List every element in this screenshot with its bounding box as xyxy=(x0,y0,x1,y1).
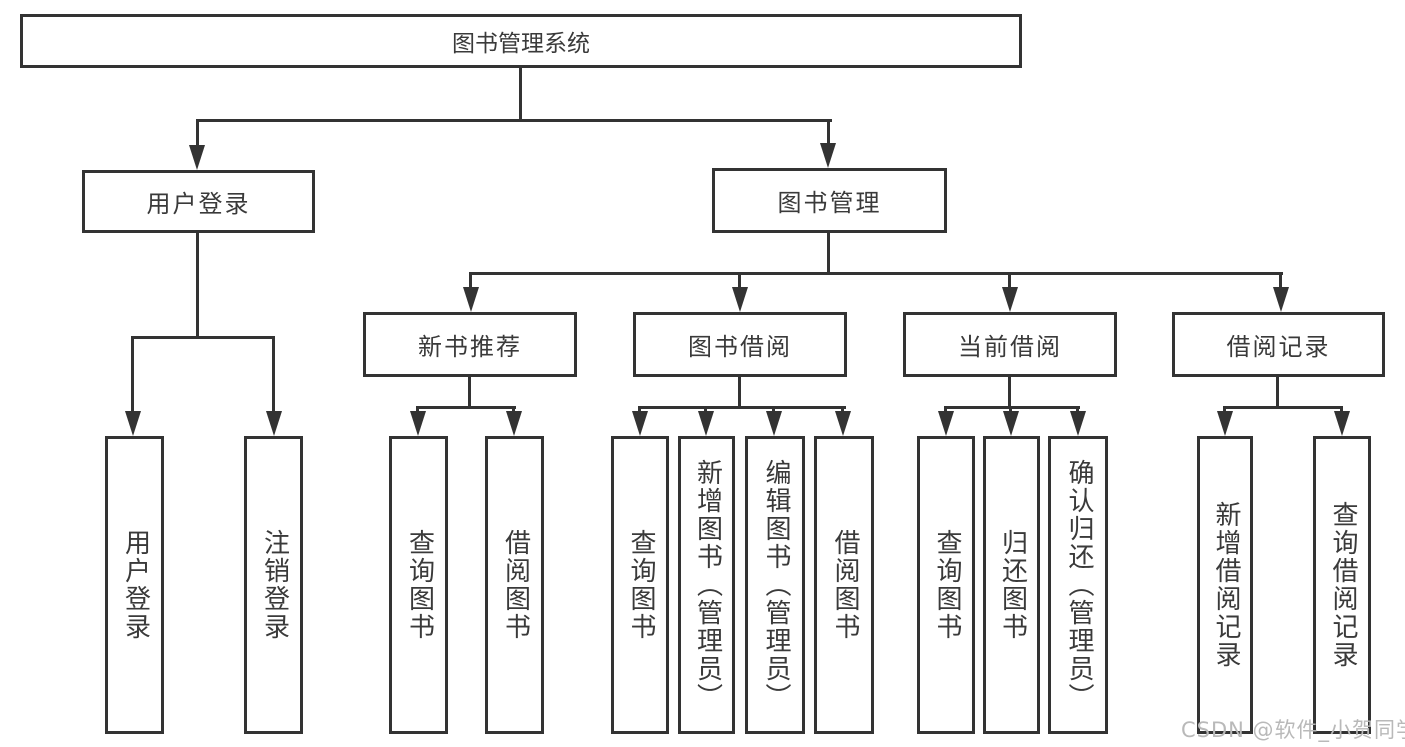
node-new-book-recommend-label: 新书推荐 xyxy=(418,333,522,361)
node-book-management: 图书管理 xyxy=(712,168,947,233)
connector-vline xyxy=(738,274,741,288)
arrow-down xyxy=(189,145,205,170)
arrow-down xyxy=(410,411,426,436)
leaf-confirm-return-admin: 确认归还（管理员） xyxy=(1048,436,1108,734)
arrow-down xyxy=(698,411,714,436)
leaf-logout: 注销登录 xyxy=(244,436,303,734)
node-book-management-label: 图书管理 xyxy=(777,189,882,217)
arrow-down xyxy=(266,411,282,436)
leaf-query-book-current: 查询图书 xyxy=(917,436,975,734)
connector-vline xyxy=(1276,377,1279,408)
leaf-label: 新增图书（管理员） xyxy=(692,459,723,711)
leaf-label: 查询图书 xyxy=(625,529,656,641)
connector-hline xyxy=(1223,406,1343,409)
leaf-label: 新增借阅记录 xyxy=(1210,501,1241,669)
node-library-management-system: 图书管理系统 xyxy=(20,14,1022,68)
connector-vline xyxy=(468,377,471,408)
arrow-down xyxy=(1334,411,1350,436)
connector-vline xyxy=(827,233,830,274)
leaf-add-borrow-record: 新增借阅记录 xyxy=(1197,436,1253,734)
arrow-down xyxy=(732,287,748,312)
connector-vline xyxy=(196,121,199,149)
connector-vline xyxy=(1008,377,1011,408)
csdn-watermark: CSDN @软件_小贺同学 xyxy=(1181,718,1405,742)
leaf-add-book-admin: 新增图书（管理员） xyxy=(678,436,735,734)
node-borrow-record-label: 借阅记录 xyxy=(1226,333,1331,361)
node-book-borrow-label: 图书借阅 xyxy=(688,333,792,361)
connector-vline xyxy=(196,233,199,338)
connector-vline xyxy=(272,338,275,414)
arrow-down xyxy=(835,411,851,436)
connector-hline xyxy=(196,119,832,122)
arrow-down xyxy=(125,411,141,436)
arrow-down xyxy=(632,411,648,436)
leaf-edit-book-admin: 编辑图书（管理员） xyxy=(745,436,805,734)
node-new-book-recommend: 新书推荐 xyxy=(363,312,577,377)
leaf-label: 确认归还（管理员） xyxy=(1063,459,1094,711)
leaf-user-login: 用户登录 xyxy=(105,436,164,734)
leaf-label: 编辑图书（管理员） xyxy=(760,459,791,711)
node-user-login: 用户登录 xyxy=(82,170,315,233)
node-current-borrow-label: 当前借阅 xyxy=(958,333,1062,361)
connector-hline xyxy=(416,406,516,409)
node-borrow-record: 借阅记录 xyxy=(1172,312,1385,377)
connector-vline xyxy=(1279,274,1282,288)
leaf-label: 注销登录 xyxy=(259,529,290,641)
connector-vline xyxy=(131,338,134,414)
leaf-label: 归还图书 xyxy=(997,529,1028,641)
connector-vline xyxy=(827,121,830,149)
arrow-down xyxy=(506,411,522,436)
arrow-down xyxy=(1002,287,1018,312)
leaf-return-book: 归还图书 xyxy=(983,436,1040,734)
leaf-query-borrow-record: 查询借阅记录 xyxy=(1313,436,1371,734)
connector-vline xyxy=(519,68,522,121)
arrow-down xyxy=(820,143,836,168)
node-user-login-label: 用户登录 xyxy=(146,190,251,218)
arrow-down xyxy=(1070,411,1086,436)
arrow-down xyxy=(938,411,954,436)
arrow-down xyxy=(463,287,479,312)
connector-hline xyxy=(944,406,1080,409)
node-current-borrow: 当前借阅 xyxy=(903,312,1117,377)
node-book-borrow: 图书借阅 xyxy=(633,312,847,377)
leaf-label: 查询图书 xyxy=(931,529,962,641)
connector-hline xyxy=(131,336,275,339)
connector-vline xyxy=(1008,274,1011,288)
connector-vline xyxy=(469,274,472,288)
arrow-down xyxy=(1003,411,1019,436)
arrow-down xyxy=(766,411,782,436)
arrow-down xyxy=(1217,411,1233,436)
leaf-label: 借阅图书 xyxy=(500,529,531,641)
leaf-label: 用户登录 xyxy=(120,529,151,641)
connector-vline xyxy=(738,377,741,408)
connector-hline xyxy=(638,406,846,409)
arrow-down xyxy=(1273,287,1289,312)
leaf-borrow-book-recommend: 借阅图书 xyxy=(485,436,544,734)
node-root-label: 图书管理系统 xyxy=(452,31,590,57)
leaf-label: 查询借阅记录 xyxy=(1327,501,1358,669)
leaf-label: 借阅图书 xyxy=(829,529,860,641)
leaf-label: 查询图书 xyxy=(404,529,435,641)
connector-hline xyxy=(469,272,1283,275)
leaf-query-book-borrow: 查询图书 xyxy=(611,436,669,734)
leaf-query-book-recommend: 查询图书 xyxy=(389,436,448,734)
leaf-borrow-book: 借阅图书 xyxy=(814,436,874,734)
